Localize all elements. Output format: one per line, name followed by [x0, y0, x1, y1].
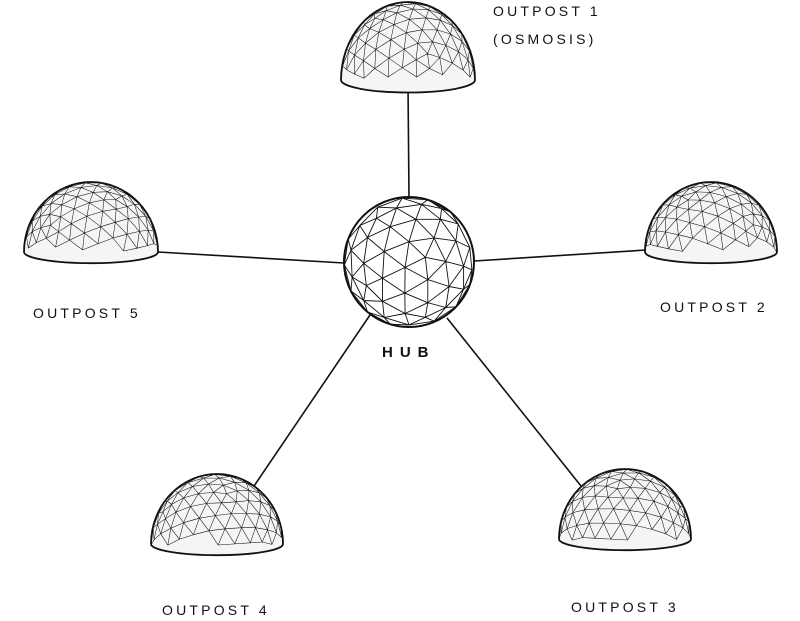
- connector-line-3: [446, 317, 582, 487]
- connector-lines: [157, 83, 647, 487]
- outpost-2-label: OUTPOST 2: [660, 299, 768, 315]
- dome-group: [23, 1, 778, 557]
- connector-line-1: [407, 83, 410, 198]
- connector-line-4: [253, 314, 371, 487]
- outpost-1-label: OUTPOST 1: [493, 3, 601, 19]
- outpost-1-dome: [340, 1, 476, 94]
- network-diagram: [23, 1, 778, 557]
- connector-line-5: [157, 251, 345, 264]
- outpost-4-dome: [150, 473, 284, 557]
- connector-line-2: [473, 249, 647, 262]
- hub-label: HUB: [382, 344, 436, 361]
- hub-sphere: [343, 196, 475, 328]
- outpost-5-label: OUTPOST 5: [33, 305, 141, 321]
- outpost-1-sublabel: (OSMOSIS): [493, 31, 597, 47]
- outpost-2-dome: [644, 181, 778, 265]
- outpost-3-label: OUTPOST 3: [571, 599, 679, 615]
- outpost-4-label: OUTPOST 4: [162, 602, 270, 618]
- outpost-3-dome: [558, 468, 692, 552]
- outpost-5-dome: [23, 181, 159, 265]
